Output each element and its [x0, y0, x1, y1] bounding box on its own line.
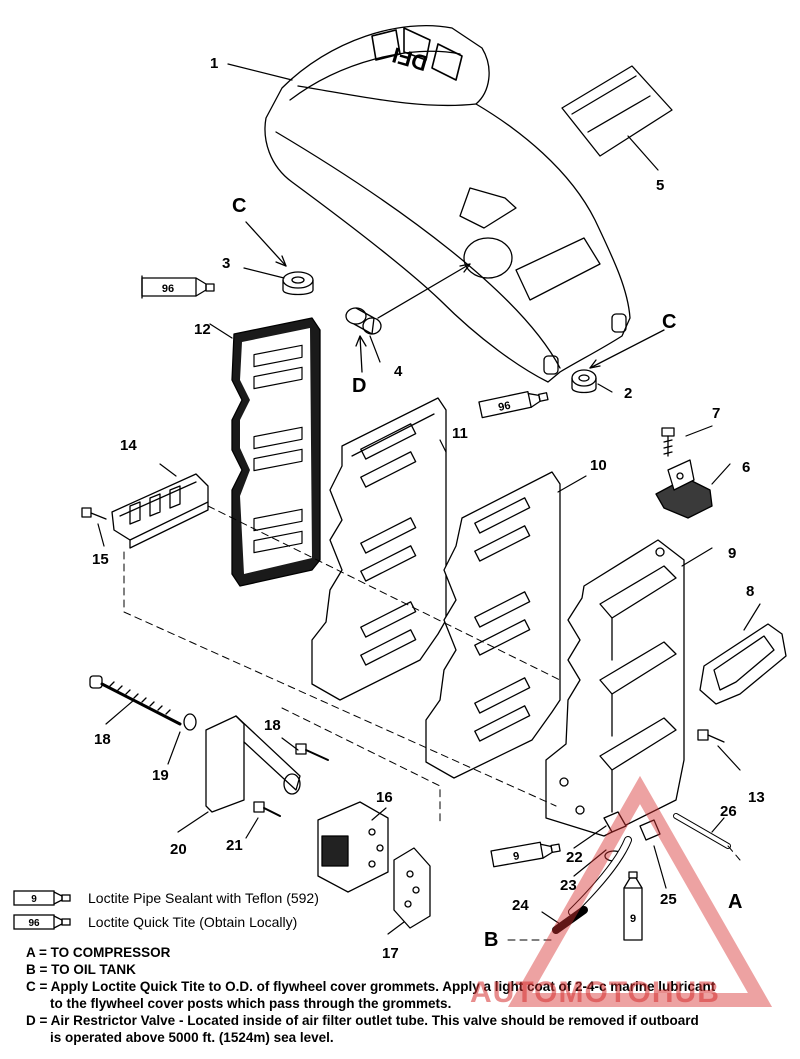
- legend-row-pipe-sealant: 9 Loctite Pipe Sealant with Teflon (592): [12, 888, 319, 908]
- sealant-tube-left: 96: [141, 275, 215, 299]
- callout-11: 11: [452, 425, 468, 442]
- legend-row-quick-tite: 96 Loctite Quick Tite (Obtain Locally): [12, 912, 297, 932]
- assembly-lines: [123, 505, 741, 941]
- tube-label-left: 96: [162, 283, 174, 295]
- note-a: A = TO COMPRESSOR: [26, 945, 171, 960]
- callout-18-short-screw: 18: [264, 717, 281, 734]
- callout-2: 2: [624, 385, 633, 402]
- tube-label-bottom: 9: [512, 850, 520, 863]
- grommet-2: [571, 369, 597, 394]
- reed-valve-14: [111, 473, 209, 549]
- bracket-6: [655, 459, 713, 519]
- tube-symbol-icon: 96: [13, 914, 71, 930]
- callout-12: 12: [194, 321, 211, 338]
- sealant-tube-right: 96: [478, 390, 549, 419]
- gasket-8: [699, 623, 787, 705]
- callout-16: 16: [376, 789, 393, 806]
- screw-18-short: [295, 743, 329, 761]
- callout-1: 1: [210, 55, 219, 72]
- callout-21: 21: [226, 837, 243, 854]
- callout-9: 9: [728, 545, 737, 562]
- sealant-tube-bottom: 9: [490, 841, 561, 868]
- screw-13: [697, 729, 725, 743]
- pointer-arrows: [245, 221, 665, 373]
- callout-7: 7: [712, 405, 721, 422]
- callout-13: 13: [748, 789, 765, 806]
- bolt-18-long: [89, 675, 182, 726]
- tube-label-vertical: 9: [630, 913, 636, 925]
- note-b: B = TO OIL TANK: [26, 962, 136, 977]
- callout-8: 8: [746, 583, 755, 600]
- note-c-line1: C = Apply Loctite Quick Tite to O.D. of …: [26, 979, 716, 994]
- tube-symbol-icon: 9: [13, 890, 71, 906]
- note-d-line2: is operated above 5000 ft. (1524m) sea l…: [50, 1030, 334, 1045]
- plate-17: [393, 847, 431, 929]
- washer-19: [183, 713, 197, 731]
- watermark-text: AUTOMOTOHUB: [470, 976, 720, 1009]
- note-d-line1: D = Air Restrictor Valve - Located insid…: [26, 1013, 699, 1028]
- callout-5: 5: [656, 177, 665, 194]
- flywheel-cover: DFI: [264, 25, 631, 383]
- callout-10: 10: [590, 457, 607, 474]
- svg-text:96: 96: [28, 918, 40, 929]
- callout-17: 17: [382, 945, 399, 962]
- callout-19: 19: [152, 767, 169, 784]
- callout-23: 23: [560, 877, 577, 894]
- svg-text:9: 9: [31, 894, 37, 905]
- marker-d: D: [352, 375, 367, 397]
- callout-24: 24: [512, 897, 529, 914]
- callout-15: 15: [92, 551, 109, 568]
- reed-block-9: [545, 539, 685, 837]
- parts-bag: [561, 65, 673, 157]
- gasket-11: [311, 397, 447, 701]
- fittings: [552, 811, 731, 934]
- screw-15: [81, 507, 107, 520]
- marker-c-right: C: [662, 311, 677, 333]
- screw-21: [253, 801, 281, 817]
- marker-b: B: [484, 929, 499, 951]
- gasket-10: [425, 471, 561, 779]
- callout-14: 14: [120, 437, 137, 454]
- notes-block: A = TO COMPRESSOR B = TO OIL TANK C = Ap…: [26, 944, 796, 1046]
- reed-gasket-12: [231, 317, 321, 587]
- grommet-3: [282, 271, 314, 296]
- sleeve-4: [345, 307, 382, 335]
- callout-18-long-bolt: 18: [94, 731, 111, 748]
- marker-c-top: C: [232, 195, 247, 217]
- leader-lines: [97, 63, 761, 935]
- bracket-20: [205, 715, 301, 813]
- callout-22: 22: [566, 849, 583, 866]
- tube-label-right: 96: [497, 400, 511, 414]
- screw-7: [661, 427, 675, 457]
- marker-a: A: [728, 891, 743, 913]
- callout-26: 26: [720, 803, 737, 820]
- callout-25: 25: [660, 891, 677, 908]
- callout-6: 6: [742, 459, 751, 476]
- legend-text-quick-tite: Loctite Quick Tite (Obtain Locally): [88, 914, 298, 930]
- callout-4: 4: [394, 363, 403, 380]
- callout-20: 20: [170, 841, 187, 858]
- callout-3: 3: [222, 255, 231, 272]
- legend-text-pipe-sealant: Loctite Pipe Sealant with Teflon (592): [88, 890, 319, 906]
- sealant-tube-vertical: 9: [623, 871, 643, 941]
- note-c-line2: to the flywheel cover posts which pass t…: [50, 996, 452, 1011]
- valve-block-16: [317, 801, 389, 893]
